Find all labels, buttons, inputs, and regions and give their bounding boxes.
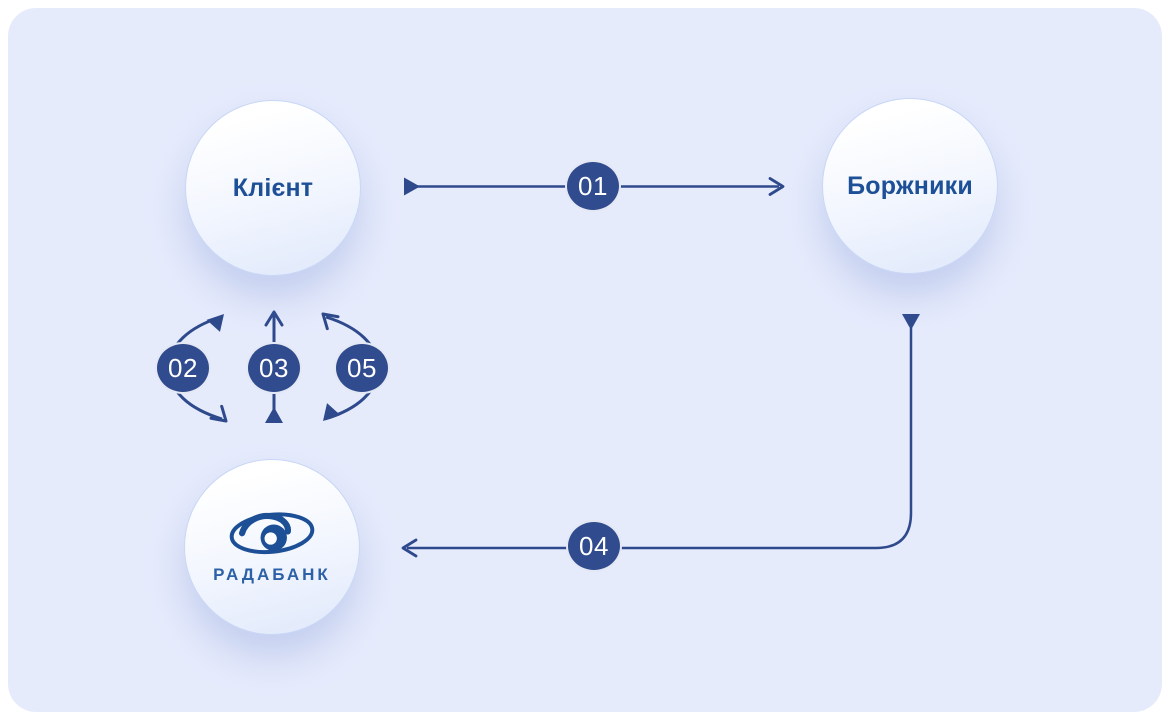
node-client-label: Клієнт: [232, 173, 314, 202]
arrow-start-triangle: [323, 403, 341, 421]
radabank-eye-swirl-logo-icon: [229, 511, 315, 554]
process-diagram-card: Клієнт Боржники РАДАБАНК 01 02 03 04: [8, 8, 1162, 712]
arrow-start-triangle: [265, 407, 283, 423]
step-badge-05-label: 05: [347, 352, 377, 383]
arrow-start-triangle: [206, 314, 224, 332]
step-badge-05: 05: [334, 342, 390, 394]
step-badge-03: 03: [246, 342, 302, 394]
step-badge-01-label: 01: [578, 170, 608, 201]
node-debtors-label: Боржники: [847, 171, 973, 200]
node-bank-circle: РАДАБАНК: [184, 459, 360, 635]
arrow-end-chevron: [768, 177, 785, 196]
node-bank-label: РАДАБАНК: [213, 564, 331, 584]
step-badge-02-label: 02: [168, 352, 198, 383]
arrow-end-chevron: [264, 310, 284, 327]
step-badge-02: 02: [155, 342, 211, 394]
elbow-line: [407, 328, 913, 550]
step-badge-04-label: 04: [579, 530, 609, 561]
step-badge-04: 04: [566, 520, 622, 572]
step-badge-01: 01: [565, 160, 621, 212]
arrow-end-chevron: [209, 404, 228, 423]
node-debtors-circle: Боржники: [822, 98, 998, 274]
arrow-start-triangle: [902, 314, 920, 330]
step-badge-03-label: 03: [259, 352, 289, 383]
arrow-start-triangle: [404, 177, 420, 196]
arrow-end-chevron: [321, 312, 340, 331]
arrow-step-04: [401, 314, 920, 558]
node-client-circle: Клієнт: [185, 100, 361, 276]
arrow-end-chevron: [401, 538, 418, 558]
